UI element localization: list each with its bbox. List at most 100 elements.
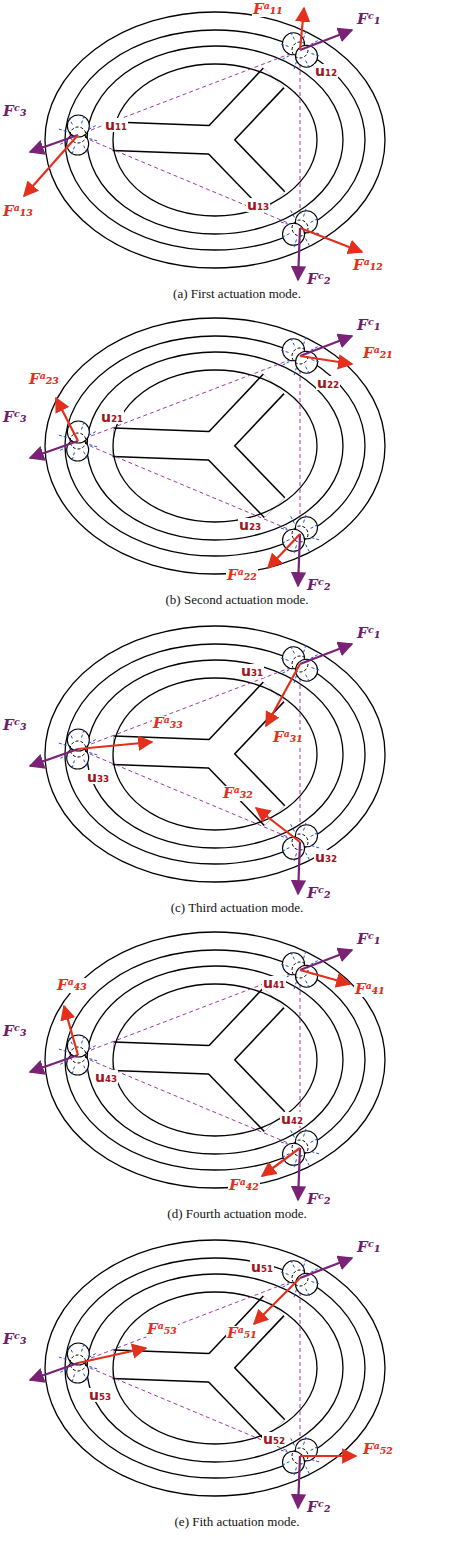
torus-ring	[45, 932, 385, 1188]
actuation-force-arrow	[64, 1006, 78, 1055]
dashed-link	[78, 1055, 300, 1148]
joint	[283, 1143, 305, 1165]
constraint-force-label: Fᶜ₂	[306, 272, 332, 287]
axis-mark	[306, 61, 310, 68]
actuation-force-label: Fᵃ₄₁	[354, 982, 386, 997]
axis-mark	[311, 54, 319, 56]
ring-mechanism	[30, 318, 385, 586]
axis-mark	[306, 675, 310, 682]
axis-mark	[311, 219, 318, 223]
dashed-link	[78, 135, 300, 228]
actuation-force-label: Fᵃ₃₂	[222, 786, 254, 801]
axis-label: u₂₂	[316, 376, 340, 390]
torus-ring	[65, 950, 365, 1170]
joint	[283, 837, 305, 859]
constraint-force-arrow	[298, 228, 300, 280]
spoke	[113, 1364, 215, 1368]
axis-mark	[304, 1259, 306, 1267]
dashed-link	[78, 970, 300, 1055]
axis-mark	[311, 1447, 318, 1451]
axis-mark	[282, 848, 289, 852]
axis-mark	[84, 1374, 88, 1381]
axis-mark	[89, 445, 97, 447]
spoke	[215, 754, 275, 816]
axis-mark	[281, 222, 289, 224]
axis-label: u₃₂	[314, 850, 338, 864]
axis-mark	[82, 1344, 84, 1352]
spoke	[215, 692, 274, 754]
spoke	[215, 1306, 274, 1368]
actuation-force-arrow	[300, 8, 304, 50]
constraint-force-arrow	[298, 1148, 300, 1200]
actuation-force-label: Fᵃ₄₃	[56, 978, 88, 993]
actuation-force-arrow	[300, 1455, 356, 1457]
torus-ring	[87, 966, 343, 1154]
panel-caption: (d) Fourth actuation mode.	[0, 1206, 474, 1222]
constraint-force-arrow	[30, 1363, 78, 1380]
axis-label: u₃₃	[86, 770, 110, 784]
actuation-force-label: Fᵃ₅₂	[362, 1442, 394, 1457]
actuation-force-label: Fᵃ₁₂	[352, 258, 384, 273]
axis-mark	[281, 836, 289, 838]
axis-mark	[282, 234, 289, 238]
actuation-force-arrow	[268, 534, 300, 568]
ring-mechanism	[24, 8, 385, 280]
axis-mark	[311, 525, 318, 529]
actuation-force-label: Fᵃ₃₁	[272, 730, 304, 745]
axis-mark	[82, 116, 84, 124]
axis-mark	[311, 846, 319, 848]
spoke	[215, 998, 274, 1060]
axis-mark	[84, 146, 88, 153]
axis-mark	[294, 981, 296, 989]
axis-mark	[59, 1049, 67, 1051]
constraint-force-arrow	[300, 950, 352, 970]
constraint-force-label: Fᶜ₂	[306, 886, 332, 901]
torus-ring	[87, 352, 343, 540]
torus-ring	[65, 30, 365, 250]
axis-mark	[304, 515, 306, 523]
torus-ring	[45, 12, 385, 268]
axis-mark	[72, 1374, 74, 1382]
actuation-force-label: Fᵃ₁₁	[252, 2, 284, 17]
ring-mechanism	[30, 932, 385, 1200]
axis-mark	[306, 981, 310, 988]
axis-mark	[304, 645, 306, 653]
torus-ring	[113, 64, 317, 216]
axis-mark	[304, 1437, 306, 1445]
torus-ring	[113, 984, 317, 1136]
actuation-force-arrow	[254, 1278, 300, 1324]
spoke	[215, 78, 274, 140]
axis-mark	[291, 1438, 295, 1445]
axis-mark	[306, 1289, 310, 1296]
axis-mark	[291, 338, 295, 345]
constraint-force-arrow	[298, 534, 300, 586]
torus-ring	[87, 1274, 343, 1462]
constraint-force-label: Fᶜ₁	[356, 626, 382, 641]
actuation-force-arrow	[300, 228, 362, 252]
actuation-force-label: Fᵃ₂₃	[28, 372, 60, 387]
axis-mark	[306, 1159, 310, 1166]
axis-mark	[282, 362, 289, 366]
spoke	[215, 78, 274, 140]
axis-mark	[294, 1289, 296, 1297]
actuation-force-label: Fᵃ₁₃	[2, 204, 34, 219]
actuation-force-label: Fᵃ₂₂	[226, 568, 258, 583]
constraint-force-label: Fᶜ₃	[2, 718, 28, 733]
axis-mark	[281, 350, 289, 352]
spoke	[215, 1060, 275, 1122]
axis-mark	[282, 670, 289, 674]
dashed-link	[78, 1278, 300, 1363]
axis-label: u₁₂	[314, 64, 338, 78]
torus-ring	[45, 1240, 385, 1496]
axis-label: u₄₂	[280, 1112, 304, 1126]
spoke	[113, 1364, 215, 1368]
axis-label: u₂₁	[100, 410, 124, 424]
constraint-force-label: Fᶜ₁	[356, 932, 382, 947]
axis-mark	[59, 129, 67, 131]
actuation-force-arrow	[24, 135, 78, 196]
axis-mark	[294, 367, 296, 375]
axis-mark	[294, 1467, 296, 1475]
axis-mark	[69, 1037, 73, 1044]
torus-ring	[45, 318, 385, 574]
